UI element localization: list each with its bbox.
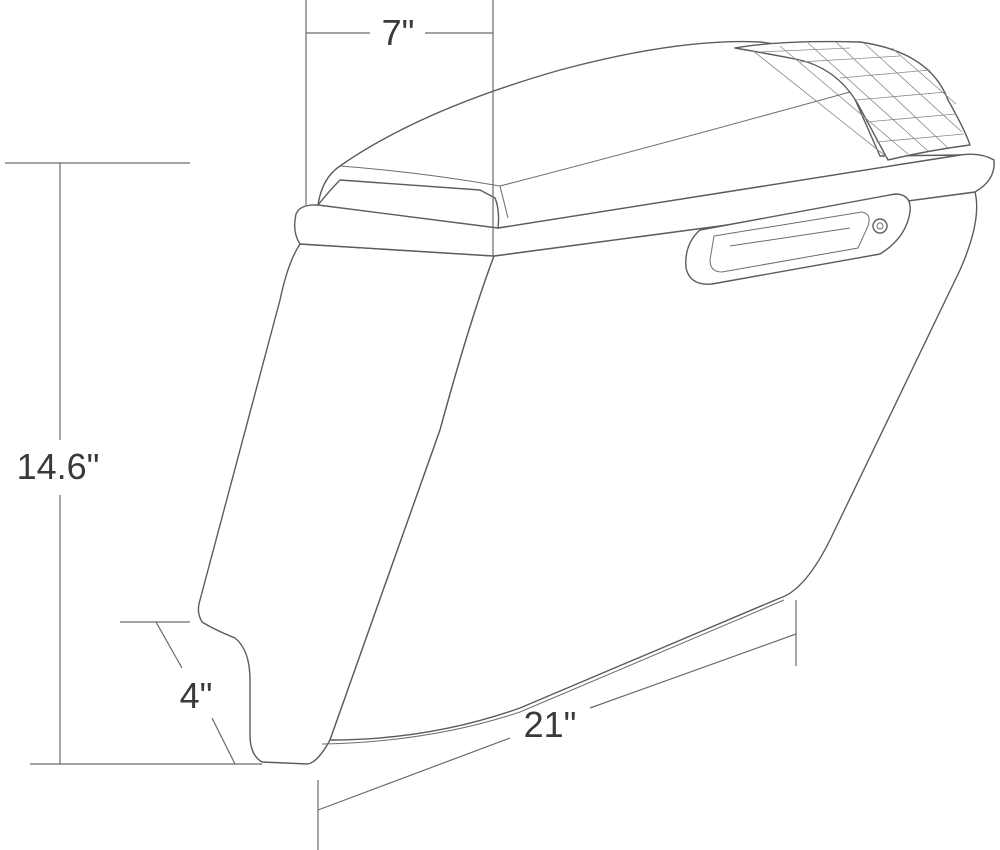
depth-label: 7"	[382, 12, 415, 53]
dimension-labels: 7" 14.6" 4" 21"	[17, 12, 577, 745]
cutout-dimension-line-top	[155, 621, 183, 669]
saddlebag-latch-slot	[729, 227, 851, 247]
height-label: 14.6"	[17, 446, 100, 487]
saddlebag-lower-contour	[321, 599, 785, 745]
saddlebag-lid-ridge-2	[499, 185, 509, 219]
length-dimension-line-right	[589, 633, 797, 709]
cutout-dimension-line-bottom	[211, 717, 236, 765]
lock-icon	[872, 218, 888, 234]
saddlebag-drawing	[197, 40, 995, 765]
reflector-mesh	[751, 41, 965, 159]
lock-keyhole-icon	[876, 222, 884, 230]
saddlebag-latch	[685, 193, 911, 285]
saddlebag-reflector-panel	[734, 40, 971, 161]
saddlebag-lid-ridge	[339, 91, 851, 187]
cutout-label: 4"	[180, 675, 213, 716]
dimension-lines	[5, 0, 797, 850]
saddlebag-front-face	[329, 191, 978, 741]
length-label: 21"	[524, 704, 577, 745]
saddlebag-latch-inner	[709, 211, 870, 273]
length-dimension-line-left	[317, 737, 511, 811]
